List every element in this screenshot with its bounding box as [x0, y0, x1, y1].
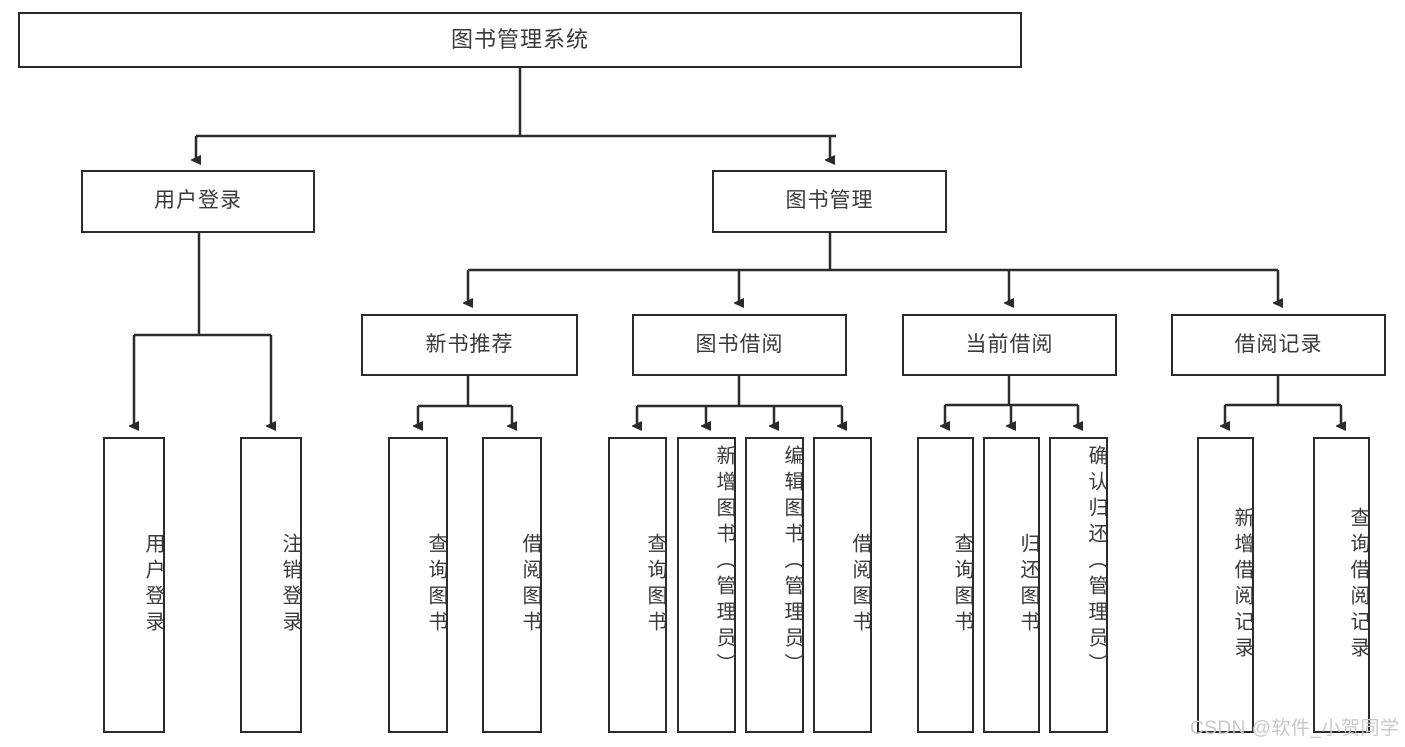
- node-leaf-query-book-3-label: 查询图书: [951, 533, 973, 637]
- node-leaf-logout[interactable]: 注销登录: [240, 437, 302, 733]
- node-leaf-add-book[interactable]: 新增图书（管理员）: [677, 437, 736, 733]
- node-new-book-recommend[interactable]: 新书推荐: [361, 314, 578, 376]
- node-current-borrow-label: 当前借阅: [965, 332, 1054, 356]
- node-leaf-add-record[interactable]: 新增借阅记录: [1197, 437, 1254, 733]
- node-leaf-query-record-label: 查询借阅记录: [1347, 507, 1369, 663]
- node-leaf-query-book-3[interactable]: 查询图书: [917, 437, 974, 733]
- node-borrow-record[interactable]: 借阅记录: [1171, 314, 1386, 376]
- node-leaf-query-book-1-label: 查询图书: [425, 533, 447, 637]
- node-borrow-record-label: 借阅记录: [1234, 332, 1323, 356]
- node-user-login-label: 用户登录: [154, 189, 242, 213]
- node-leaf-query-book-1[interactable]: 查询图书: [388, 437, 448, 733]
- node-leaf-borrow-book-2-label: 借阅图书: [849, 533, 871, 637]
- node-book-manage[interactable]: 图书管理: [712, 170, 947, 233]
- node-leaf-user-login-label: 用户登录: [142, 533, 164, 637]
- node-leaf-query-book-2[interactable]: 查询图书: [608, 437, 667, 733]
- node-leaf-query-record[interactable]: 查询借阅记录: [1313, 437, 1370, 733]
- node-root-label: 图书管理系统: [450, 27, 589, 53]
- csdn-watermark: CSDN @软件_小贺同学: [1190, 718, 1400, 739]
- node-leaf-return-book[interactable]: 归还图书: [983, 437, 1040, 733]
- node-leaf-borrow-book-1-label: 借阅图书: [519, 533, 541, 637]
- node-leaf-return-book-label: 归还图书: [1017, 533, 1039, 637]
- node-leaf-user-login[interactable]: 用户登录: [103, 437, 165, 733]
- node-leaf-borrow-book-1[interactable]: 借阅图书: [482, 437, 542, 733]
- node-leaf-query-book-2-label: 查询图书: [644, 533, 666, 637]
- node-leaf-confirm-return-label: 确认归还（管理员）: [1085, 445, 1107, 679]
- node-book-borrow-label: 图书借阅: [695, 332, 784, 356]
- node-book-borrow[interactable]: 图书借阅: [632, 314, 847, 376]
- node-new-book-recommend-label: 新书推荐: [425, 332, 514, 356]
- node-leaf-add-record-label: 新增借阅记录: [1231, 507, 1253, 663]
- node-leaf-borrow-book-2[interactable]: 借阅图书: [813, 437, 872, 733]
- node-leaf-edit-book[interactable]: 编辑图书（管理员）: [745, 437, 804, 733]
- node-root[interactable]: 图书管理系统: [18, 12, 1022, 68]
- node-leaf-add-book-label: 新增图书（管理员）: [713, 445, 735, 679]
- node-current-borrow[interactable]: 当前借阅: [902, 314, 1117, 376]
- node-user-login[interactable]: 用户登录: [81, 170, 315, 233]
- node-leaf-confirm-return[interactable]: 确认归还（管理员）: [1049, 437, 1108, 733]
- node-leaf-edit-book-label: 编辑图书（管理员）: [781, 445, 803, 679]
- node-book-manage-label: 图书管理: [785, 189, 874, 213]
- node-leaf-logout-label: 注销登录: [279, 533, 301, 637]
